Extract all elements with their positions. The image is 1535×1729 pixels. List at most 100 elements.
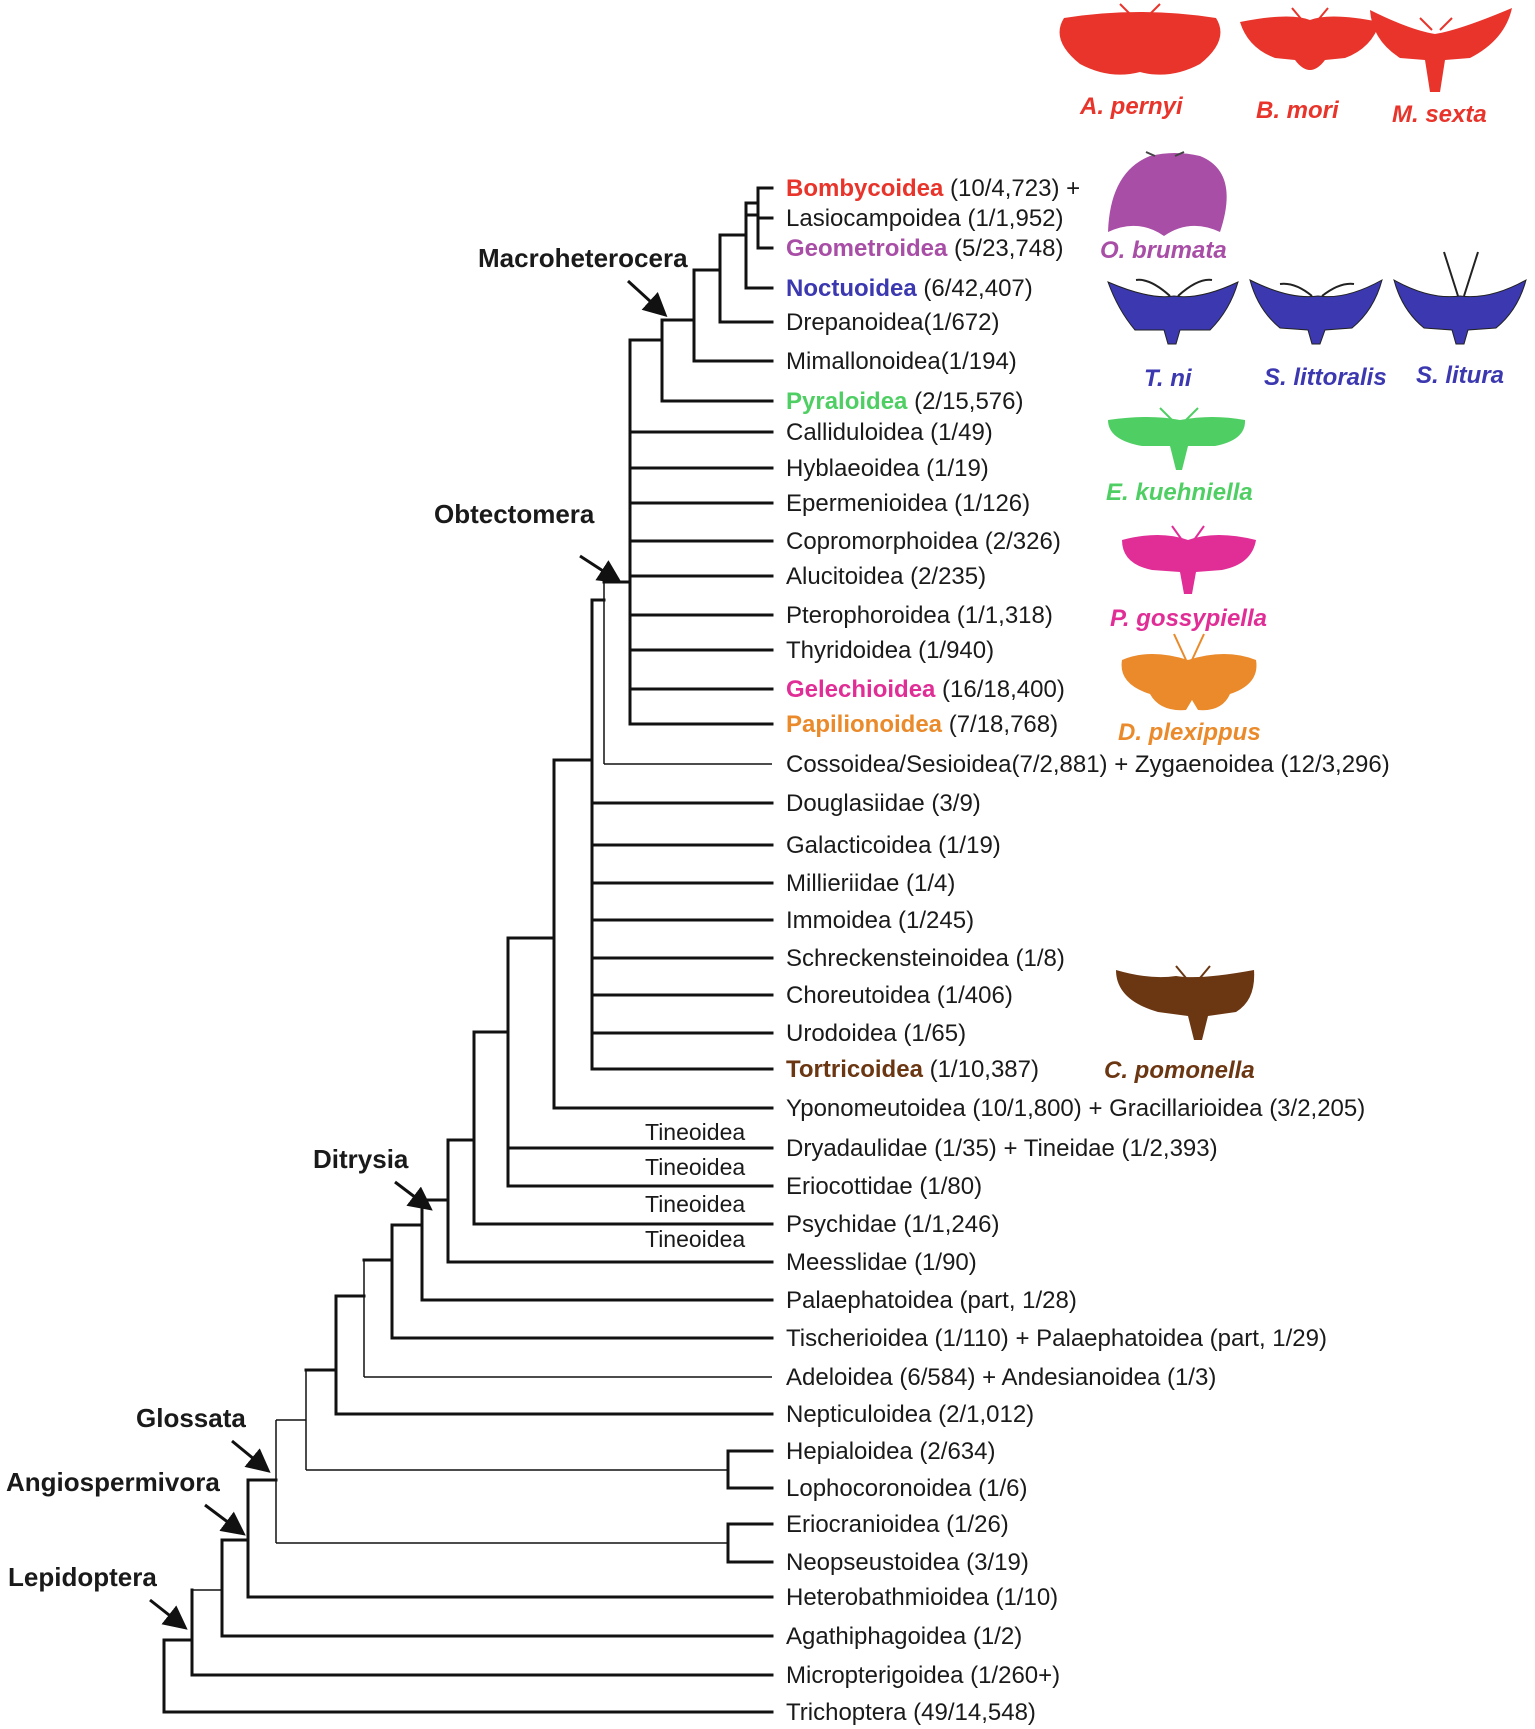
tineoidea-tag: Tineoidea [645, 1119, 745, 1145]
tip-label: Copromorphoidea (2/326) [786, 528, 1061, 555]
tip-label: Yponomeutoidea (10/1,800) + Gracillarioi… [786, 1095, 1365, 1122]
tip-label: Gelechioidea (16/18,400) [786, 676, 1065, 703]
tip-label: Tortricoidea (1/10,387) [786, 1056, 1039, 1083]
tip-label: Hepialoidea (2/634) [786, 1438, 995, 1465]
arrow-icon [231, 1439, 271, 1473]
tip-label-highlight: Tortricoidea [786, 1056, 924, 1083]
moth-silhouette-icon [1249, 278, 1383, 345]
arrow-icon [394, 1180, 433, 1211]
tip-labels: Bombycoidea (10/4,723) + Lasiocampoidea (… [786, 175, 1390, 1726]
tip-label: Millieriidae (1/4) [786, 870, 955, 897]
tip-label-counts: (2/15,576) [907, 388, 1023, 415]
tip-label: Schreckensteinoidea (1/8) [786, 945, 1065, 972]
tip-label: Mimallonoidea(1/194) [786, 348, 1017, 375]
species-label: P. gossypiella [1110, 605, 1267, 632]
species-illustrations: A. pernyi B. mori M. sexta O. brumata T.… [1059, 3, 1527, 1084]
arrow-icon [626, 279, 668, 318]
tip-label: Pterophoroidea (1/1,318) [786, 602, 1053, 629]
moth-silhouette-icon [1240, 7, 1380, 71]
tip-label: Agathiphagoidea (1/2) [786, 1623, 1022, 1650]
tip-label-counts: (16/18,400) [935, 676, 1064, 703]
clade-label-glossata: Glossata [136, 1403, 246, 1433]
species-label: O. brumata [1100, 237, 1227, 264]
tip-label: Cossoidea/Sesioidea(7/2,881) + Zygaenoid… [786, 751, 1390, 778]
tip-label-counts: (6/42,407) [917, 275, 1033, 302]
tip-label: Eriocranioidea (1/26) [786, 1511, 1009, 1538]
tip-label: Eriocottidae (1/80) [786, 1173, 982, 1200]
tineoidea-tags: Tineoidea Tineoidea Tineoidea Tineoidea [645, 1119, 745, 1252]
tip-label-counts: (7/18,768) [942, 711, 1058, 738]
species-label: A. pernyi [1079, 93, 1184, 120]
tip-label: Heterobathmioidea (1/10) [786, 1584, 1058, 1611]
tip-label: Alucitoidea (2/235) [786, 563, 986, 590]
tineoidea-tag: Tineoidea [645, 1226, 745, 1252]
tip-label: Trichoptera (49/14,548) [786, 1699, 1036, 1726]
tip-label-counts: (5/23,748) [947, 235, 1063, 262]
tip-label: Palaephatoidea (part, 1/28) [786, 1287, 1077, 1314]
clade-label-angiospermivora: Angiospermivora [6, 1467, 220, 1497]
tip-label: Neopseustoidea (3/19) [786, 1549, 1029, 1576]
moth-silhouette-icon [1059, 3, 1221, 75]
species-label: E. kuehniella [1106, 479, 1253, 506]
butterfly-silhouette-icon [1121, 633, 1257, 711]
tip-label: Epermenioidea (1/126) [786, 490, 1030, 517]
tip-label: Immoidea (1/245) [786, 907, 974, 934]
tip-label: Adeloidea (6/584) + Andesianoidea (1/3) [786, 1364, 1216, 1391]
tip-label: Urodoidea (1/65) [786, 1020, 966, 1047]
tip-label-counts: (10/4,723) + [943, 175, 1080, 202]
tip-label: Meesslidae (1/90) [786, 1249, 977, 1276]
moth-silhouette-icon [1116, 965, 1255, 1040]
clade-label-obtectomera: Obtectomera [434, 499, 595, 529]
tip-label: Tischerioidea (1/110) + Palaephatoidea (… [786, 1325, 1327, 1352]
species-label: B. mori [1256, 97, 1340, 124]
tip-label: Choreutoidea (1/406) [786, 982, 1013, 1009]
tip-label: Papilionoidea (7/18,768) [786, 711, 1058, 738]
tip-label-highlight: Pyraloidea [786, 388, 908, 415]
tip-label: Hyblaeoidea (1/19) [786, 455, 989, 482]
clade-label-macroheterocera: Macroheterocera [478, 243, 688, 273]
arrow-icon [204, 1503, 246, 1536]
moth-silhouette-icon [1108, 407, 1246, 470]
tip-label: Nepticuloidea (2/1,012) [786, 1401, 1034, 1428]
tineoidea-tag: Tineoidea [645, 1154, 745, 1180]
tip-label: Geometroidea (5/23,748) [786, 235, 1063, 262]
tineoidea-tag: Tineoidea [645, 1191, 745, 1217]
species-label: D. plexippus [1118, 719, 1261, 746]
tip-label-counts: (1/10,387) [923, 1056, 1039, 1083]
tip-label: Psychidae (1/1,246) [786, 1211, 999, 1238]
tip-label: Bombycoidea (10/4,723) + [786, 175, 1080, 202]
moth-silhouette-icon [1393, 251, 1527, 345]
moth-silhouette-icon [1108, 151, 1227, 236]
tip-label-highlight: Gelechioidea [786, 676, 936, 703]
tip-label-highlight: Papilionoidea [786, 711, 943, 738]
tip-label: Galacticoidea (1/19) [786, 832, 1001, 859]
arrow-icon [579, 554, 623, 584]
tip-label: Douglasiidae (3/9) [786, 790, 981, 817]
species-label: M. sexta [1392, 101, 1487, 128]
tip-label: Lasiocampoidea (1/1,952) [786, 205, 1064, 232]
tip-label: Lophocoronoidea (1/6) [786, 1475, 1028, 1502]
clade-label-lepidoptera: Lepidoptera [8, 1562, 157, 1592]
tip-label-highlight: Geometroidea [786, 235, 948, 262]
clade-labels: Macroheterocera Obtectomera Ditrysia Glo… [6, 243, 688, 1630]
moth-silhouette-icon [1122, 525, 1256, 594]
tip-label: Drepanoidea(1/672) [786, 309, 999, 336]
species-label: S. litura [1416, 362, 1504, 389]
tip-label: Pyraloidea (2/15,576) [786, 388, 1023, 415]
moth-silhouette-icon [1370, 8, 1512, 92]
species-label: S. littoralis [1264, 364, 1387, 391]
tip-label: Calliduloidea (1/49) [786, 419, 993, 446]
arrow-icon [149, 1598, 188, 1630]
tip-label-highlight: Noctuoidea [786, 275, 917, 302]
species-label: T. ni [1144, 365, 1193, 392]
tip-label: Dryadaulidae (1/35) + Tineidae (1/2,393) [786, 1135, 1218, 1162]
tip-label-highlight: Bombycoidea [786, 175, 944, 202]
tip-label: Thyridoidea (1/940) [786, 637, 994, 664]
moth-silhouette-icon [1107, 278, 1239, 345]
tip-label: Noctuoidea (6/42,407) [786, 275, 1033, 302]
species-label: C. pomonella [1104, 1057, 1255, 1084]
clade-label-ditrysia: Ditrysia [313, 1144, 409, 1174]
tip-label: Micropterigoidea (1/260+) [786, 1662, 1060, 1689]
tree-branches [162, 186, 774, 1714]
